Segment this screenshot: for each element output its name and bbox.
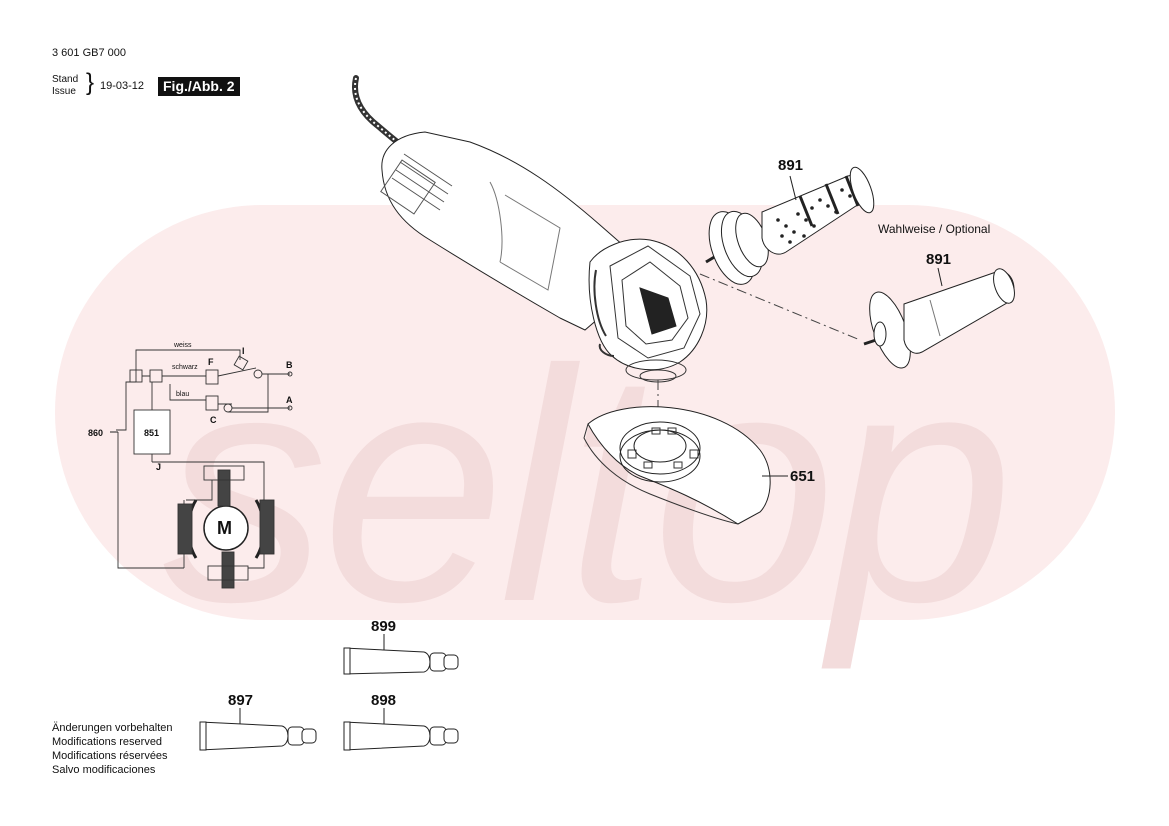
terminal-a: A	[286, 395, 293, 405]
watermark-pill	[55, 205, 1115, 620]
auxiliary-handle-plain	[863, 268, 1015, 369]
stand-label: Stand	[52, 74, 79, 85]
terminal-j: J	[156, 462, 162, 472]
issue-date: 19-03-12	[100, 80, 145, 92]
auxiliary-handle-textured	[705, 166, 875, 285]
watermark-text: seltop	[163, 301, 1008, 672]
leader-891-top	[789, 175, 797, 201]
part-number-891-top: 891	[778, 157, 804, 174]
footer-line-en: Modifications reserved	[52, 736, 163, 748]
protective-guard	[583, 406, 771, 525]
footer-line-fr: Modifications réservées	[52, 750, 168, 762]
angle-grinder	[352, 75, 708, 383]
wire-label-white: weiss	[174, 342, 192, 349]
grease-tube-897	[199, 721, 317, 751]
motor-symbol: M	[217, 518, 232, 538]
part-number-860: 860	[88, 428, 104, 438]
issue-label: Issue	[52, 86, 76, 97]
terminal-c: C	[210, 415, 217, 425]
part-number-851: 851	[144, 428, 160, 438]
wire-label-blue: blau	[176, 391, 190, 398]
terminal-b: B	[286, 360, 293, 370]
terminal-i: I	[242, 346, 245, 356]
part-number-898: 898	[371, 692, 397, 709]
figure-label: Fig./Abb. 2	[158, 77, 240, 96]
part-number-891-bottom: 891	[926, 251, 952, 268]
part-number-651: 651	[790, 468, 816, 485]
footer-line-es: Salvo modificaciones	[52, 764, 156, 776]
leader-891-bottom	[937, 267, 943, 287]
document-number: 3 601 GB7 000	[52, 47, 127, 59]
part-number-899: 899	[371, 618, 397, 635]
assembly-line-handle	[699, 273, 861, 341]
brace: }	[86, 69, 95, 96]
wiring-diagram	[116, 349, 293, 589]
footer-line-de: Änderungen vorbehalten	[52, 722, 173, 734]
grease-tube-899	[343, 647, 459, 675]
grease-tube-898	[343, 721, 459, 751]
terminal-f: F	[208, 357, 214, 367]
optional-note: Wahlweise / Optional	[878, 222, 991, 236]
part-number-897: 897	[228, 692, 254, 709]
wire-label-black: schwarz	[172, 364, 198, 371]
